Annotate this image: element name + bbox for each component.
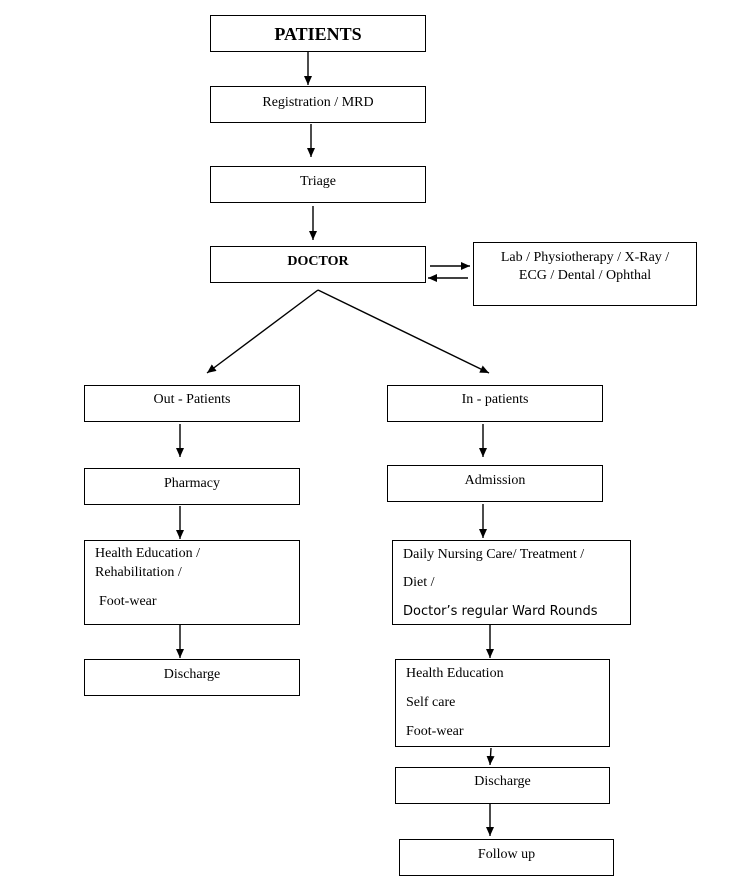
in-education-line-1: Health Education [406,666,504,681]
arrow-education-to-discharge-in [486,747,495,766]
in-care-line-1: Daily Nursing Care/ Treatment / [403,547,585,562]
in-patients-label: In - patients [461,392,529,407]
follow-up-label: Follow up [477,847,536,862]
out-education-line-3: Foot-wear [99,594,157,609]
in-patients-box: In - patients [387,385,603,422]
admission-box: Admission [387,465,603,502]
out-discharge-label: Discharge [163,667,221,682]
admission-label: Admission [464,473,526,488]
arrow-doctor-to-in-patients [317,289,490,374]
in-discharge-label: Discharge [474,774,531,789]
arrow-doctor-to-out-patients [206,289,319,374]
doctor-box: DOCTOR [210,246,426,283]
out-discharge-box: Discharge [84,659,300,696]
follow-up-box: Follow up [399,839,614,876]
in-education-line-3: Foot-wear [406,724,464,739]
out-patients-box: Out - Patients [84,385,300,422]
registration-box: Registration / MRD [210,86,426,123]
out-patients-label: Out - Patients [153,392,231,407]
in-care-box: Daily Nursing Care/ Treatment / Diet / D… [392,540,631,625]
patients-label: PATIENTS [274,24,362,44]
patients-box: PATIENTS [210,15,426,52]
out-education-box: Health Education / Rehabilitation / Foot… [84,540,300,625]
in-education-line-2: Self care [406,695,456,710]
out-education-line-2: Rehabilitation / [95,565,182,580]
investigations-box: Lab / Physiotherapy / X-Ray / ECG / Dent… [473,242,697,306]
in-care-line-2: Diet / [403,575,435,590]
investigations-line-2: ECG / Dental / Ophthal [518,268,652,283]
in-care-line-3: Doctor’s regular Ward Rounds [403,604,598,619]
triage-label: Triage [299,174,337,189]
doctor-label: DOCTOR [287,254,349,269]
registration-label: Registration / MRD [262,95,374,110]
in-discharge-box: Discharge [395,767,610,804]
out-education-line-1: Health Education / [95,546,200,561]
investigations-line-1: Lab / Physiotherapy / X-Ray / [500,250,670,265]
triage-box: Triage [210,166,426,203]
pharmacy-label: Pharmacy [164,476,220,491]
in-education-box: Health Education Self care Foot-wear [395,659,610,747]
pharmacy-box: Pharmacy [84,468,300,505]
